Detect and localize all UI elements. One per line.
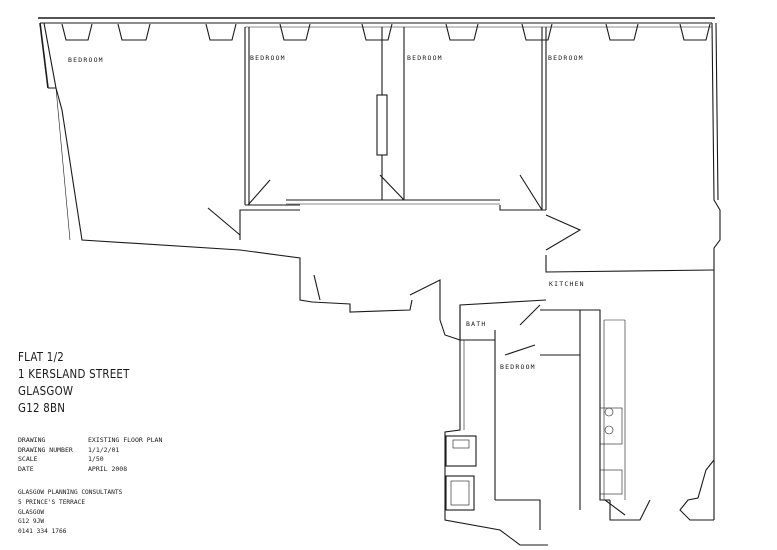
doors xyxy=(207,174,626,516)
drawing-info-label: DATE xyxy=(18,464,34,473)
consultant-city: GLASGOW xyxy=(18,508,45,516)
top-facade-wall xyxy=(38,17,715,89)
bedroom-4-label: BEDROOM xyxy=(548,54,584,62)
bay-windows xyxy=(61,23,711,41)
address-line-1: FLAT 1/2 xyxy=(18,349,65,364)
consultant-block: GLASGOW PLANNING CONSULTANTS 5 PRINCE'S … xyxy=(18,488,122,537)
small-bedroom-walls xyxy=(495,309,581,530)
drawing-info-label: DRAWING xyxy=(18,436,46,444)
consultant-postcode: G12 9JW xyxy=(18,518,45,526)
bedroom-partitions xyxy=(244,27,547,210)
consultant-name: GLASGOW PLANNING CONSULTANTS xyxy=(18,489,123,496)
drawing-info-row: SCALE 1/50 xyxy=(18,455,162,465)
bedroom-5-label: BEDROOM xyxy=(500,363,536,371)
drawing-info-value: APRIL 2008 xyxy=(88,464,128,473)
address-line-4: G12 8BN xyxy=(18,400,66,415)
drawing-info-label: DRAWING NUMBER xyxy=(18,445,73,454)
address-line-2: 1 KERSLAND STREET xyxy=(18,366,130,381)
bath-label: BATH xyxy=(466,320,486,328)
kitchen-walls xyxy=(580,309,651,521)
bath-walls xyxy=(444,305,548,546)
bedroom-1-label: BEDROOM xyxy=(68,56,104,64)
drawing-info-value: 1/50 xyxy=(88,455,104,464)
drawing-info-row: DRAWING NUMBER 1/1/2/01 xyxy=(18,446,162,456)
bedroom-2-label: BEDROOM xyxy=(250,54,286,62)
consultant-phone: 0141 334 1766 xyxy=(18,528,67,536)
address-block: FLAT 1/2 1 KERSLAND STREET GLASGOW G12 8… xyxy=(18,348,228,416)
drawing-info-label: SCALE xyxy=(18,455,38,464)
bath-fixtures xyxy=(445,435,477,511)
kitchen-label: KITCHEN xyxy=(549,280,585,288)
drawing-info-value: 1/1/2/01 xyxy=(88,445,120,454)
drawing-info-row: DATE APRIL 2008 xyxy=(18,465,162,475)
consultant-street: 5 PRINCE'S TERRACE xyxy=(18,498,86,506)
right-outer-wall xyxy=(679,22,721,521)
bedroom-3-label: BEDROOM xyxy=(407,54,443,62)
left-outer-wall xyxy=(48,87,313,303)
address-line-3: GLASGOW xyxy=(18,383,74,398)
drawing-info-value: EXISTING FLOOR PLAN xyxy=(88,436,163,444)
drawing-info-table: DRAWING EXISTING FLOOR PLAN DRAWING NUMB… xyxy=(18,436,162,474)
drawing-info-row: DRAWING EXISTING FLOOR PLAN xyxy=(18,436,162,446)
